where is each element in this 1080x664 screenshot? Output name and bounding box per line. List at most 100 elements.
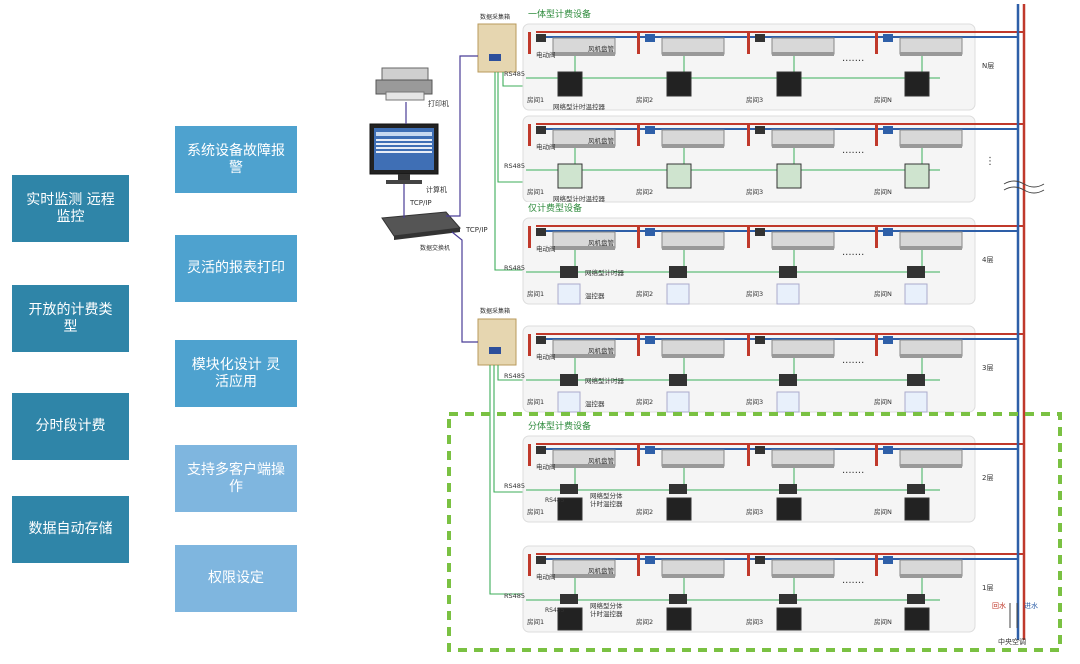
central-ac-label: 中央空调 xyxy=(998,637,1026,646)
room-label: 房间3 xyxy=(746,617,763,626)
thermostat-icon xyxy=(666,607,692,631)
feature-multi-client: 支持多客户端操作 xyxy=(175,445,297,512)
valve-label: 电动阀 xyxy=(536,572,556,581)
fan-coil-icon xyxy=(899,129,963,147)
room-label: 房间N xyxy=(874,617,892,626)
device-label: 温控器 xyxy=(585,291,605,300)
floor-panel xyxy=(522,217,976,305)
riser-break-icon xyxy=(1003,180,1045,194)
timer-icon xyxy=(907,374,925,386)
fan-coil-base xyxy=(662,52,724,56)
fan-coil-icon xyxy=(771,339,835,357)
rs485-label: RS485 xyxy=(545,497,565,504)
device-label: 网络型计时器 xyxy=(585,268,625,277)
feature-label: 实时监测 远程监控 xyxy=(26,191,115,225)
feature-label: 系统设备故障报警 xyxy=(187,142,285,176)
room-label: 房间2 xyxy=(636,95,653,104)
switch-icon xyxy=(381,211,461,240)
pipe-drop xyxy=(875,554,878,576)
fan-coil-base xyxy=(900,574,962,578)
rs485-bus-label: RS485 xyxy=(504,162,525,170)
thermostat-icon xyxy=(557,71,583,97)
ellipsis: ······· xyxy=(842,56,864,67)
valve-label: 电动阀 xyxy=(536,244,556,253)
fan-coil-base xyxy=(553,52,615,56)
rs485-bus-label: RS485 xyxy=(504,372,525,380)
thermostat-icon xyxy=(904,391,928,413)
pipe-drop xyxy=(637,334,640,356)
thermostat-icon xyxy=(904,497,930,521)
timer-icon xyxy=(779,266,797,278)
pipe-drop xyxy=(528,226,531,248)
vertical-ellipsis: ⋮ xyxy=(985,156,995,167)
fan-coil-base xyxy=(662,464,724,468)
valve-label: 电动阀 xyxy=(536,142,556,151)
fan-coil-icon xyxy=(899,339,963,357)
pipe-drop xyxy=(637,444,640,466)
fan-coil-base xyxy=(772,144,834,148)
thermostat-icon xyxy=(776,607,802,631)
thermostat-icon xyxy=(557,283,581,305)
valve-icon xyxy=(645,34,655,42)
fan-coil-base xyxy=(662,574,724,578)
thermostat-icon xyxy=(666,391,690,413)
pipe-drop xyxy=(747,554,750,576)
valve-icon xyxy=(536,126,546,134)
printer-label: 打印机 xyxy=(428,99,449,108)
room-label: 房间1 xyxy=(527,507,544,516)
tcpip-label-1: TCP/IP xyxy=(409,199,432,207)
rs485-bus-label: RS485 xyxy=(504,592,525,600)
device-label: 网络型分体 xyxy=(590,491,623,500)
fan-coil-icon xyxy=(771,559,835,577)
pipe-drop xyxy=(528,334,531,356)
room-label: 房间N xyxy=(874,289,892,298)
feature-label: 权限设定 xyxy=(208,570,264,586)
collector-label-1: 数据采集箱 xyxy=(480,13,510,21)
timer-icon xyxy=(779,374,797,386)
device-label: 网络型计时器 xyxy=(585,376,625,385)
fan-coil-base xyxy=(900,354,962,358)
feature-label: 灵活的报表打印 xyxy=(187,260,285,276)
tcpip-label-2: TCP/IP xyxy=(465,226,488,234)
valve-icon xyxy=(883,336,893,344)
group-header: 分体型计费设备 xyxy=(528,420,591,432)
valve-icon xyxy=(536,228,546,236)
timer-icon xyxy=(907,266,925,278)
feature-label: 分时段计费 xyxy=(35,418,106,434)
timer-icon xyxy=(907,594,925,604)
timer-icon xyxy=(907,484,925,494)
pipe-drop xyxy=(747,124,750,146)
room-label: 房间1 xyxy=(527,289,544,298)
thermostat-icon xyxy=(666,163,692,189)
fan-coil-icon xyxy=(771,231,835,249)
computer-label: 计算机 xyxy=(426,185,447,194)
valve-icon xyxy=(755,228,765,236)
pipe-drop xyxy=(747,32,750,54)
thermostat-icon xyxy=(666,497,692,521)
pipe-drop xyxy=(637,554,640,576)
fan-coil-icon xyxy=(771,129,835,147)
collector-box-icon xyxy=(477,23,517,73)
room-label: 房间2 xyxy=(636,289,653,298)
feature-label: 数据自动存储 xyxy=(28,521,113,537)
split-type-highlight xyxy=(447,412,1062,652)
device-label: 网络型分体 xyxy=(590,601,623,610)
thermostat-icon xyxy=(776,391,800,413)
collector-box-icon xyxy=(477,318,517,366)
room-label: 房间2 xyxy=(636,187,653,196)
rs485-bus-label: RS485 xyxy=(504,482,525,490)
ellipsis: ······· xyxy=(842,250,864,261)
valve-icon xyxy=(645,446,655,454)
valve-icon xyxy=(755,34,765,42)
fan-coil-base xyxy=(900,52,962,56)
feature-label: 支持多客户端操作 xyxy=(187,461,285,495)
fan-coil-icon xyxy=(661,37,725,55)
fan-coil-base xyxy=(553,464,615,468)
thermostat-icon xyxy=(776,71,802,97)
fan-coil-icon xyxy=(899,449,963,467)
room-label: 房间3 xyxy=(746,289,763,298)
room-label: 房间N xyxy=(874,507,892,516)
group-header-bg xyxy=(525,8,603,20)
pipe-drop xyxy=(875,124,878,146)
valve-icon xyxy=(883,126,893,134)
